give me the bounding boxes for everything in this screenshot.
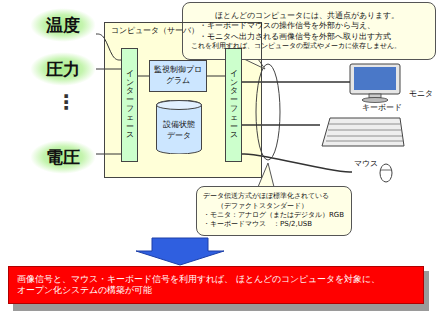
interface-bar-text: インターフェース — [126, 70, 134, 140]
monitor-device: モニタ — [350, 62, 436, 102]
cylinder-top — [157, 101, 202, 110]
mouse-device-text: マウス — [354, 159, 378, 170]
key-row — [329, 124, 400, 125]
signal-wire — [138, 76, 149, 77]
keyboard-symbol — [322, 118, 404, 146]
monitor-base — [362, 98, 388, 103]
note-callout-text: ほとんどのコンピュータには、共通点があります。 — [189, 11, 429, 21]
keyboard-body — [322, 118, 404, 146]
program-box: 監視制御プログラム — [149, 60, 207, 92]
cable-bundle — [256, 64, 280, 160]
mouse-body — [380, 164, 392, 182]
keyboard-device: キーボード — [320, 102, 404, 148]
database-cylinder-text: 設備状態データ — [160, 120, 198, 142]
down-arrow — [136, 238, 224, 265]
signal-wire — [96, 154, 121, 155]
sensor-label-text: 電圧 — [46, 146, 80, 169]
computer-box-text: コンピュータ（サーバ） — [111, 26, 255, 37]
note-callout-text: ・モニタ：アナログ（またはデジタル）RGB — [203, 211, 345, 220]
key-row — [326, 141, 403, 142]
interface-bar: インターフェース — [121, 48, 138, 162]
signal-wire — [96, 34, 121, 60]
sensor-label-text: 圧力 — [46, 58, 80, 81]
signal-cable — [242, 124, 320, 125]
key-row — [327, 136, 402, 137]
key-row — [328, 130, 401, 131]
signal-cable — [242, 81, 350, 82]
note-callout-text: （デファクトスタンダード） — [203, 202, 345, 211]
monitor-screen — [354, 67, 396, 90]
signal-wire — [96, 69, 121, 70]
ellipsis-dots-text: ⋮ — [52, 92, 80, 112]
database-cylinder: 設備状態データ — [156, 100, 202, 154]
sensor-label: 温度 — [30, 8, 96, 42]
sensor-label-text: 温度 — [46, 14, 80, 37]
mouse-button-line — [380, 170, 392, 171]
note-callout-text: ・キーボードマウス ：PS/2,USB — [203, 220, 345, 229]
signal-wire — [207, 76, 225, 77]
monitor-frame — [350, 64, 400, 94]
note-callout-text: これを利用すれば、コンピュータの型式やメーカに依存しません。 — [189, 42, 429, 51]
ellipsis-dots: ⋮ — [52, 92, 80, 112]
keyboard-device-text: キーボード — [362, 103, 402, 114]
conclusion-banner-text: 画像信号と、マウス・キーボード信号を利用すれば、 ほとんどのコンピュータを対象に… — [17, 274, 415, 297]
cylinder-body — [157, 100, 202, 154]
program-box-text: 監視制御プログラム — [154, 65, 202, 87]
mouse-symbol — [380, 164, 392, 182]
note-callout: データ伝送方式がほぼ標準化されている（デファクトスタンダード）・モニタ：アナログ… — [196, 186, 352, 236]
note-callout-text: ・モニタへ出力される画像信号を外部へ取り出す方式 — [189, 32, 429, 42]
mouse-device: マウス — [352, 158, 396, 186]
interface-bar-text: インターフェース — [230, 70, 238, 140]
interface-bar: インターフェース — [225, 48, 242, 162]
monitor-device-text: モニタ — [409, 89, 433, 100]
note-callout: ほとんどのコンピュータには、共通点があります。・キーボードマウスの操作信号を外部… — [182, 2, 436, 60]
conclusion-banner: 画像信号と、マウス・キーボード信号を利用すれば、 ほとんどのコンピュータを対象に… — [8, 266, 424, 304]
sensor-label: 電圧 — [30, 140, 96, 174]
monitor-symbol — [350, 64, 400, 103]
callout-tail — [258, 163, 274, 187]
signal-cable — [242, 154, 352, 172]
note-callout-text: ・キーボードマウスの操作信号を外部から与え、 — [189, 21, 429, 31]
sensor-label: 圧力 — [30, 52, 96, 86]
note-callout-text: データ伝送方式がほぼ標準化されている — [203, 192, 345, 201]
